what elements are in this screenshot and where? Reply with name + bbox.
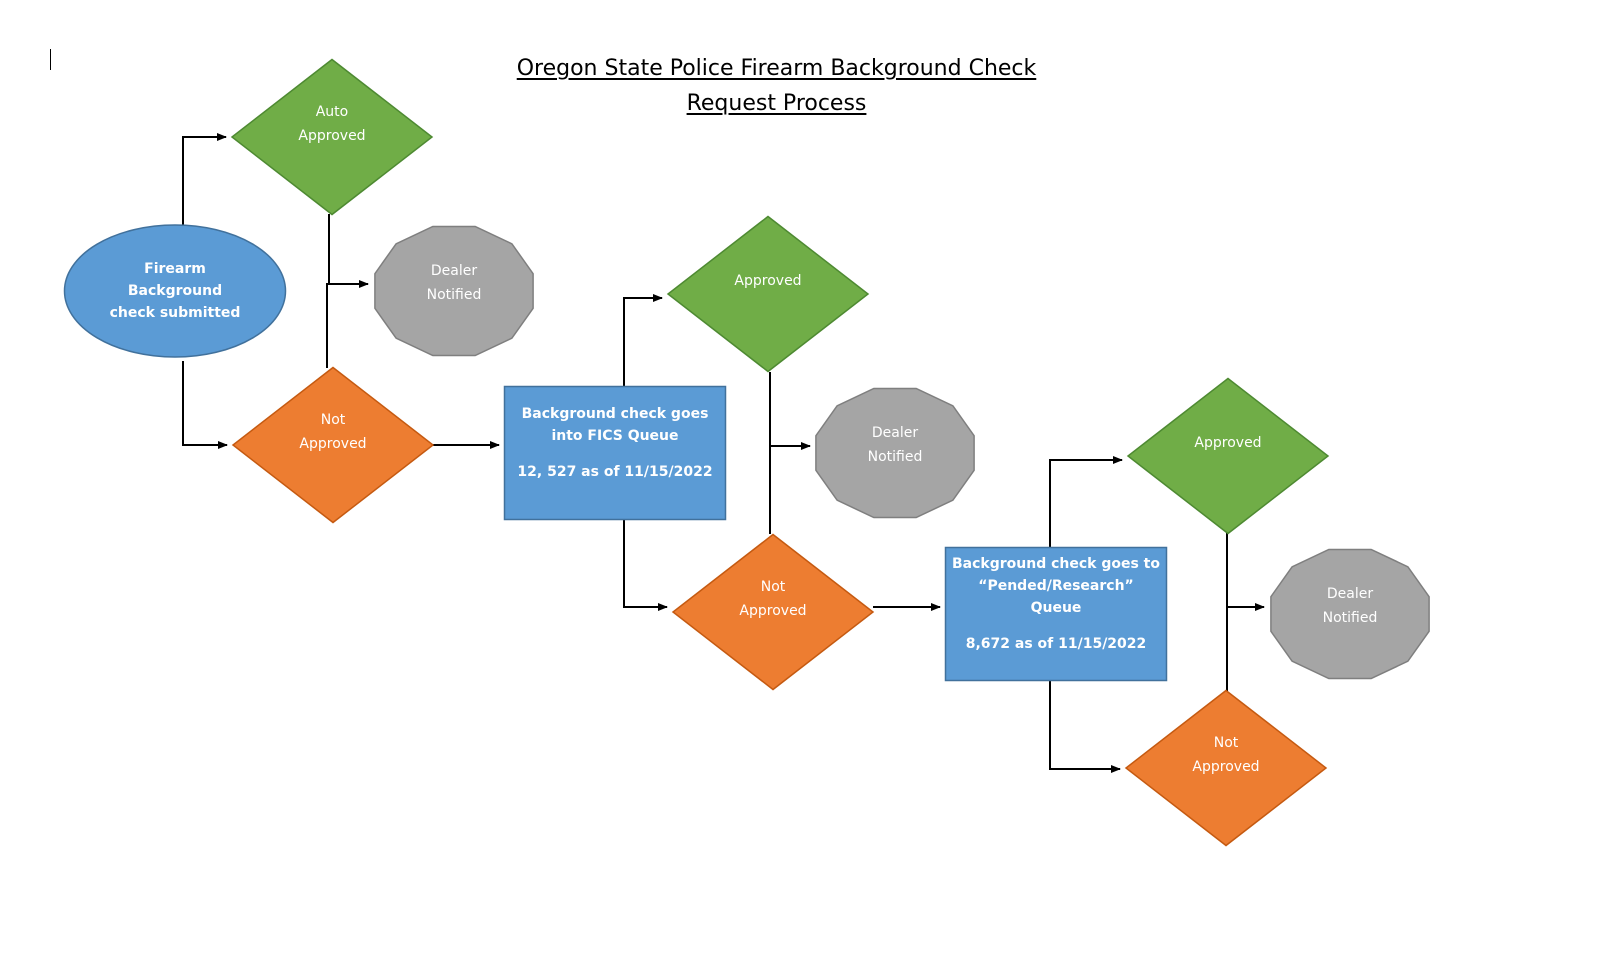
label-line: Approved (734, 273, 802, 289)
label-line: Approved (1192, 759, 1260, 775)
label-line: Background check goes to (952, 556, 1160, 572)
node-approved-2 (666, 215, 870, 373)
connector-pended-queue-to-approved-3 (1049, 456, 1123, 547)
diagram-title-line-2: Request Process (0, 91, 1553, 116)
node-auto-approved (230, 58, 434, 216)
connector-pended-queue-to-not-approved-3 (1049, 681, 1121, 773)
connectors (182, 133, 1265, 773)
node-not-approved-1 (231, 366, 435, 524)
label-approved-3: Approved (1194, 431, 1261, 455)
text-cursor (50, 49, 51, 70)
diagram-title-line-1: Oregon State Police Firearm Background C… (0, 56, 1553, 81)
label-line: “Pended/Research” (978, 578, 1134, 594)
queue-count: 12, 527 as of 11/15/2022 (517, 464, 713, 480)
connector-fics-queue-to-approved-2 (623, 294, 663, 386)
title-text-2: Request Process (686, 91, 867, 116)
label-line: Notified (867, 449, 923, 465)
shapes (63, 58, 1430, 847)
label-line: Approved (298, 128, 366, 144)
label-line: into FICS Queue (551, 428, 679, 444)
node-not-approved-3 (1124, 689, 1328, 847)
label-pended-queue: Background check goes to “Pended/Research… (952, 553, 1160, 655)
connector-start-to-not-approved-1 (182, 361, 228, 449)
title-text-1: Oregon State Police Firearm Background C… (516, 56, 1037, 81)
label-line: Auto (315, 104, 349, 120)
label-line: Firearm (144, 261, 206, 277)
label-line: Background check goes (521, 406, 709, 422)
label-line: Not (1213, 735, 1239, 751)
queue-count: 8,672 as of 11/15/2022 (965, 636, 1147, 652)
label-line: Dealer (871, 425, 919, 441)
label-line: check submitted (109, 305, 241, 321)
label-line: Approved (299, 436, 367, 452)
label-fics-queue: Background check goes into FICS Queue 12, … (517, 403, 712, 483)
label-line: Approved (1194, 435, 1262, 451)
label-line: Queue (1030, 600, 1082, 616)
label-line: Not (320, 412, 346, 428)
label-line: Notified (426, 287, 482, 303)
node-start (63, 224, 287, 358)
connector-auto-approved-to-dealer-notified-1 (326, 214, 330, 368)
node-not-approved-2 (671, 533, 875, 691)
label-approved-2: Approved (734, 269, 801, 293)
label-line: Background (127, 283, 223, 299)
label-line: Not (760, 579, 786, 595)
node-pended-queue (944, 546, 1168, 682)
label-line: Dealer (430, 263, 478, 279)
label-line: Dealer (1326, 586, 1374, 602)
connector-fics-queue-to-not-approved-2 (623, 520, 668, 611)
node-fics-queue (503, 385, 727, 521)
label-line: Notified (1322, 610, 1378, 626)
node-approved-3 (1126, 377, 1330, 535)
node-dealer-notified-3 (1270, 548, 1430, 680)
node-dealer-notified-2 (815, 387, 975, 519)
node-dealer-notified-1 (374, 225, 534, 357)
connector-start-to-auto-approved (182, 133, 227, 225)
label-line: Approved (739, 603, 807, 619)
